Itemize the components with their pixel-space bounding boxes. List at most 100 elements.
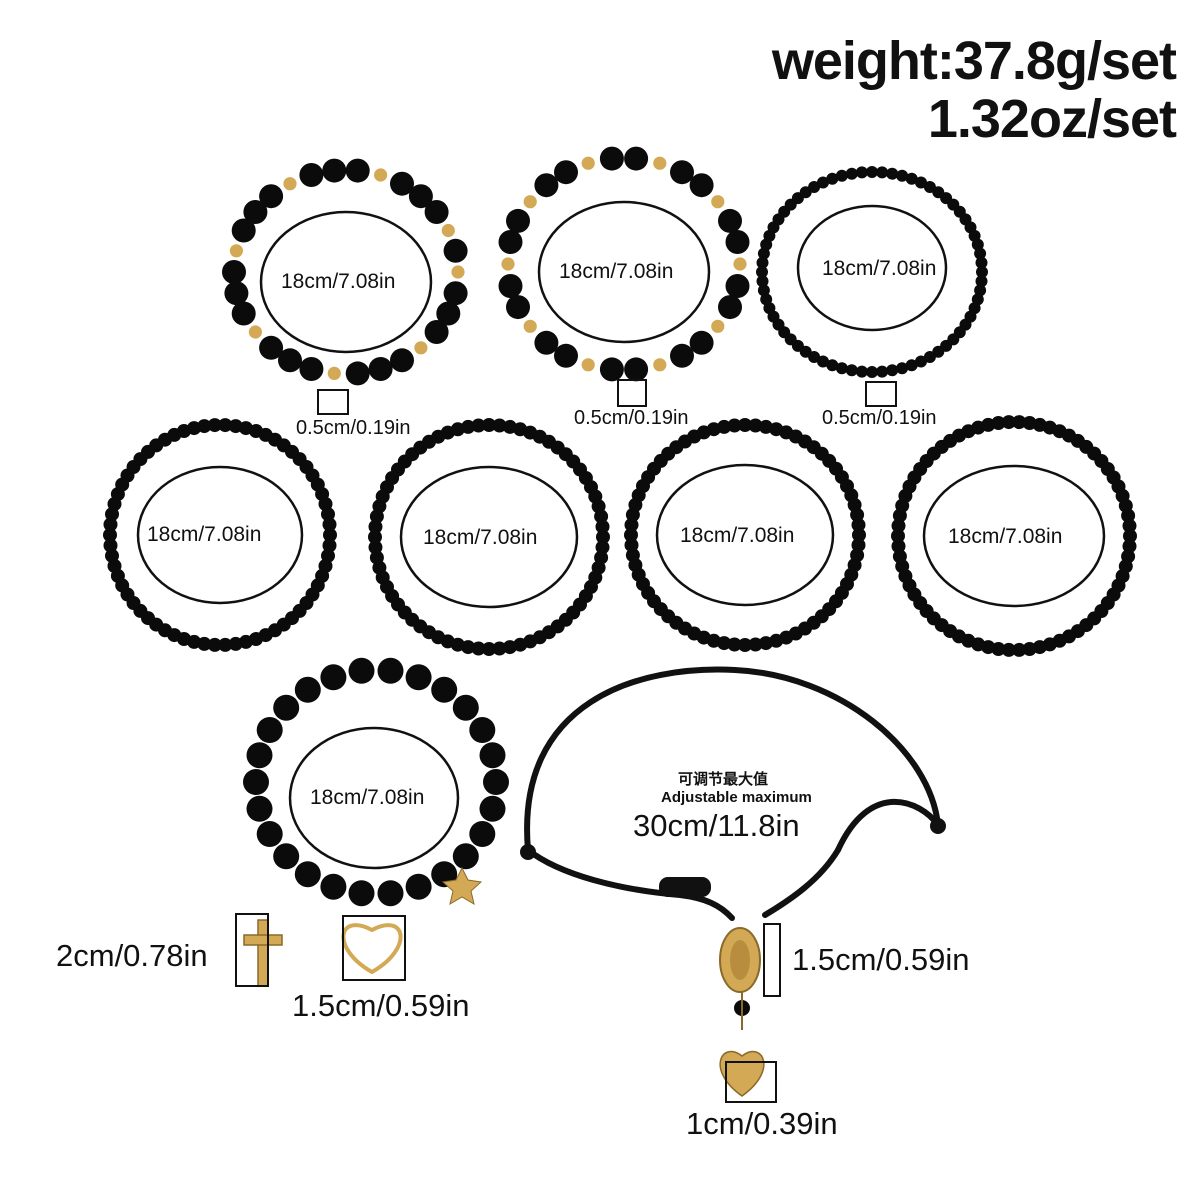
black-bead (718, 208, 742, 233)
black-bead (231, 301, 256, 326)
black-bead (368, 530, 382, 544)
black-bead (1121, 508, 1136, 523)
black-bead (689, 330, 714, 355)
cord-lower-right (762, 847, 841, 918)
black-bead (471, 418, 486, 433)
size-oval (136, 465, 304, 605)
black-bead (256, 717, 283, 743)
size-oval (399, 465, 579, 609)
black-bead (738, 638, 752, 652)
cord-knot (930, 818, 946, 834)
black-bead (207, 418, 222, 433)
black-bead (103, 538, 118, 553)
black-bead (1012, 642, 1027, 657)
black-bead (599, 146, 624, 171)
black-bead (554, 160, 578, 185)
size-oval (655, 463, 835, 607)
bracelet-size-label: 18cm/7.08in (423, 526, 538, 549)
black-bead (469, 717, 496, 743)
gold-bead (441, 223, 455, 238)
black-bead (845, 167, 858, 180)
black-bead (377, 880, 404, 907)
black-bead (492, 641, 507, 656)
bracelet-size-label: 18cm/7.08in (822, 257, 937, 280)
bracelet-size-label: 18cm/7.08in (680, 524, 795, 547)
black-bead (826, 359, 839, 372)
black-bead (757, 284, 770, 297)
black-bead (595, 540, 610, 555)
gold-bead (523, 319, 537, 333)
black-bead (482, 642, 496, 656)
black-bead (256, 821, 283, 847)
cord-loop (524, 666, 941, 853)
black-bead (345, 158, 370, 183)
black-bead (971, 238, 984, 251)
adjustable-size-label: 30cm/11.8in (633, 808, 800, 843)
black-bead (207, 637, 222, 652)
black-bead (368, 519, 383, 534)
black-bead (348, 880, 375, 907)
black-bead (595, 519, 610, 534)
black-bead (377, 657, 404, 684)
medal-charm (719, 927, 765, 1097)
black-bead (855, 365, 868, 378)
black-bead (975, 256, 988, 269)
black-bead (278, 348, 302, 373)
black-bead (718, 295, 742, 320)
black-bead (1123, 529, 1137, 543)
medal-size-label: 1.5cm/0.59in (792, 942, 970, 977)
bead-size-bracket (617, 379, 647, 407)
black-bead (498, 274, 523, 298)
black-bead (756, 256, 769, 269)
black-bead (469, 821, 496, 847)
black-bead (991, 416, 1006, 430)
black-bead (443, 281, 468, 306)
black-bead (492, 418, 507, 433)
gold-bead (523, 195, 537, 209)
black-bead (431, 676, 458, 703)
black-bead (896, 362, 909, 375)
black-bead (506, 208, 530, 233)
black-bead (748, 418, 763, 433)
black-bead (758, 636, 773, 651)
black-bead (976, 266, 988, 278)
black-bead (321, 507, 335, 522)
black-bead (624, 146, 649, 171)
black-bead (369, 550, 384, 565)
black-bead (855, 166, 868, 179)
gold-bead (581, 156, 595, 170)
black-bead (103, 517, 118, 532)
black-bead (725, 274, 750, 298)
bead-size-label: 0.5cm/0.19in (296, 417, 411, 439)
black-bead (915, 176, 927, 189)
black-bead (727, 418, 742, 433)
black-bead (876, 365, 889, 378)
black-bead (756, 266, 768, 278)
black-bead (905, 172, 918, 185)
black-bead (246, 795, 273, 822)
gold-bead (653, 156, 667, 170)
black-bead (689, 173, 714, 198)
gold-bead (451, 265, 465, 279)
bracelet-size-label: 18cm/7.08in (281, 270, 396, 293)
bead-size-label: 0.5cm/0.19in (574, 407, 689, 429)
heart-size-label: 1cm/0.39in (686, 1106, 838, 1141)
black-bead (322, 158, 347, 183)
black-bead (974, 284, 987, 297)
black-bead (231, 218, 256, 243)
size-ovals (136, 200, 1106, 870)
adjustable-label-en: Adjustable maximum (661, 789, 812, 806)
black-bead (246, 742, 273, 769)
bead-size-bracket (865, 381, 897, 407)
gold-bead (248, 325, 262, 339)
black-bead (534, 173, 559, 198)
weight-ounces: 1.32oz/set (927, 89, 1177, 149)
cord-end-right (835, 798, 941, 853)
black-bead (424, 320, 449, 344)
black-bead (974, 247, 987, 260)
size-oval (796, 204, 948, 332)
black-bead (891, 518, 906, 533)
weight-grams: weight:37.8g/set (771, 31, 1177, 91)
black-bead (554, 343, 578, 368)
